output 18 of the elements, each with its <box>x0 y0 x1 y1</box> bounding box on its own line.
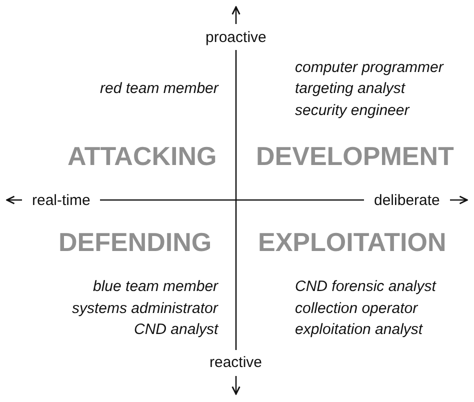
quadrant-title: DEFENDING <box>58 228 212 258</box>
role-label: targeting analyst <box>295 80 406 97</box>
role-label: CND analyst <box>134 320 218 338</box>
quadrant-title: ATTACKING <box>68 142 217 172</box>
role-label: security engineer <box>295 102 410 119</box>
quadrant-title: EXPLOITATION <box>258 228 446 258</box>
axis-label: reactive <box>210 354 262 371</box>
role-label: blue team member <box>93 278 218 295</box>
axis-label: proactive <box>206 28 266 46</box>
role-label: exploitation analyst <box>295 320 423 338</box>
axis-label: real-time <box>32 192 90 209</box>
role-label: systems administrator <box>72 300 218 317</box>
role-label: computer programmer <box>295 58 444 76</box>
quadrant-title: DEVELOPMENT <box>256 142 454 172</box>
role-label: collection operator <box>295 300 418 317</box>
role-label: red team member <box>100 80 218 97</box>
role-label: CND forensic analyst <box>295 278 436 295</box>
axis-label: deliberate <box>374 192 440 209</box>
